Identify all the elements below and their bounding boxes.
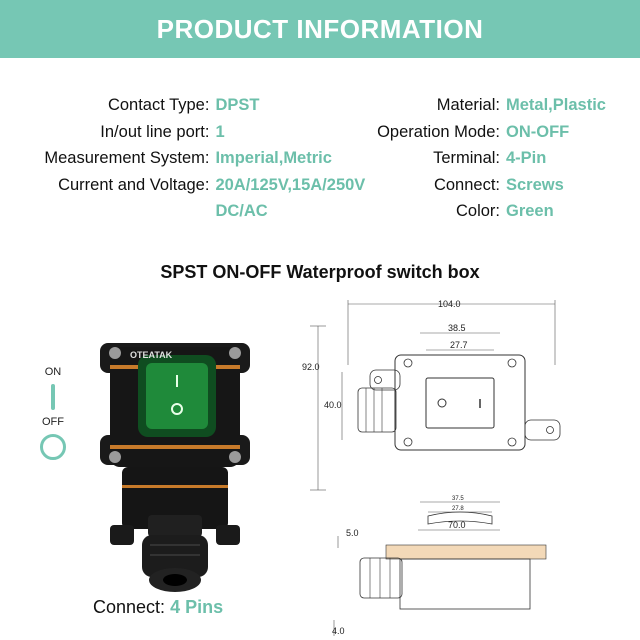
spec-row: Current and Voltage: 20A/125V,15A/250V D… [0,172,390,225]
dim-height: 92.0 [302,362,320,372]
spec-label: Material: [436,96,500,114]
spec-value: 20A/125V,15A/250V DC/AC [215,175,366,221]
spec-row: Contact Type: DPST [0,92,390,119]
spec-row: Connect: Screws [330,172,640,199]
spec-label: Connect: [433,175,500,194]
dim-width: 104.0 [438,299,461,309]
dim-side-height: 5.0 [346,528,359,538]
dimension-drawing: 104.0 38.5 27.7 92.0 40.0 37.5 27.8 70.0… [302,299,561,636]
connect-pins-caption: Connect: 4 Pins [93,597,223,618]
connect-value: 4 Pins [170,597,224,617]
spec-label: Current and Voltage: [58,175,210,194]
dim-inner-width2: 27.7 [450,340,468,350]
spec-value: Green [506,202,554,220]
off-circle-icon [40,434,66,460]
dim-inner-height: 40.0 [324,400,342,410]
spec-label: Terminal: [433,149,500,167]
spec-row: Material: Metal,Plastic [330,92,640,119]
spec-list-left: Contact Type: DPST In/out line port: 1 M… [0,92,390,225]
on-off-indicator: ON OFF [28,366,78,460]
spec-row: Operation Mode: ON-OFF [330,119,640,146]
dim-side-b: 27.8 [452,506,464,512]
spec-value: Metal,Plastic [506,96,606,114]
connect-label: Connect: [93,597,166,617]
switch-box-image: OTEATAK [100,343,250,592]
spec-row: Color: Green [330,198,640,225]
brand-text: OTEATAK [130,350,173,360]
header-banner: PRODUCT INFORMATION [0,0,640,58]
spec-label: Operation Mode: [377,122,500,141]
spec-value: ON-OFF [506,122,570,141]
spec-value: Imperial,Metric [215,149,332,167]
banner-title: PRODUCT INFORMATION [156,13,484,44]
spec-list-right: Material: Metal,Plastic Operation Mode: … [330,92,640,225]
spec-row: Measurement System: Imperial,Metric [0,145,390,172]
spec-label: Color: [455,202,500,220]
dim-side-base: 4.0 [332,626,345,636]
dim-side-a: 37.5 [452,496,464,502]
spec-label: Measurement System: [44,149,210,167]
off-label: OFF [42,416,64,428]
rocker-switch [146,363,208,429]
spec-label: In/out line port: [100,122,210,141]
spec-value: DPST [215,96,260,114]
dim-inner-width: 38.5 [448,323,466,333]
spec-value: Screws [506,175,564,194]
on-line-icon [51,384,55,410]
on-label: ON [44,366,62,378]
section-subtitle: SPST ON-OFF Waterproof switch box [160,262,480,282]
spec-value: 1 [215,122,225,141]
dim-side-width: 70.0 [448,520,466,530]
spec-label: Contact Type: [107,96,210,114]
spec-row: In/out line port: 1 [0,119,390,146]
spec-value: 4-Pin [506,149,547,167]
spec-row: Terminal: 4-Pin [330,145,640,172]
